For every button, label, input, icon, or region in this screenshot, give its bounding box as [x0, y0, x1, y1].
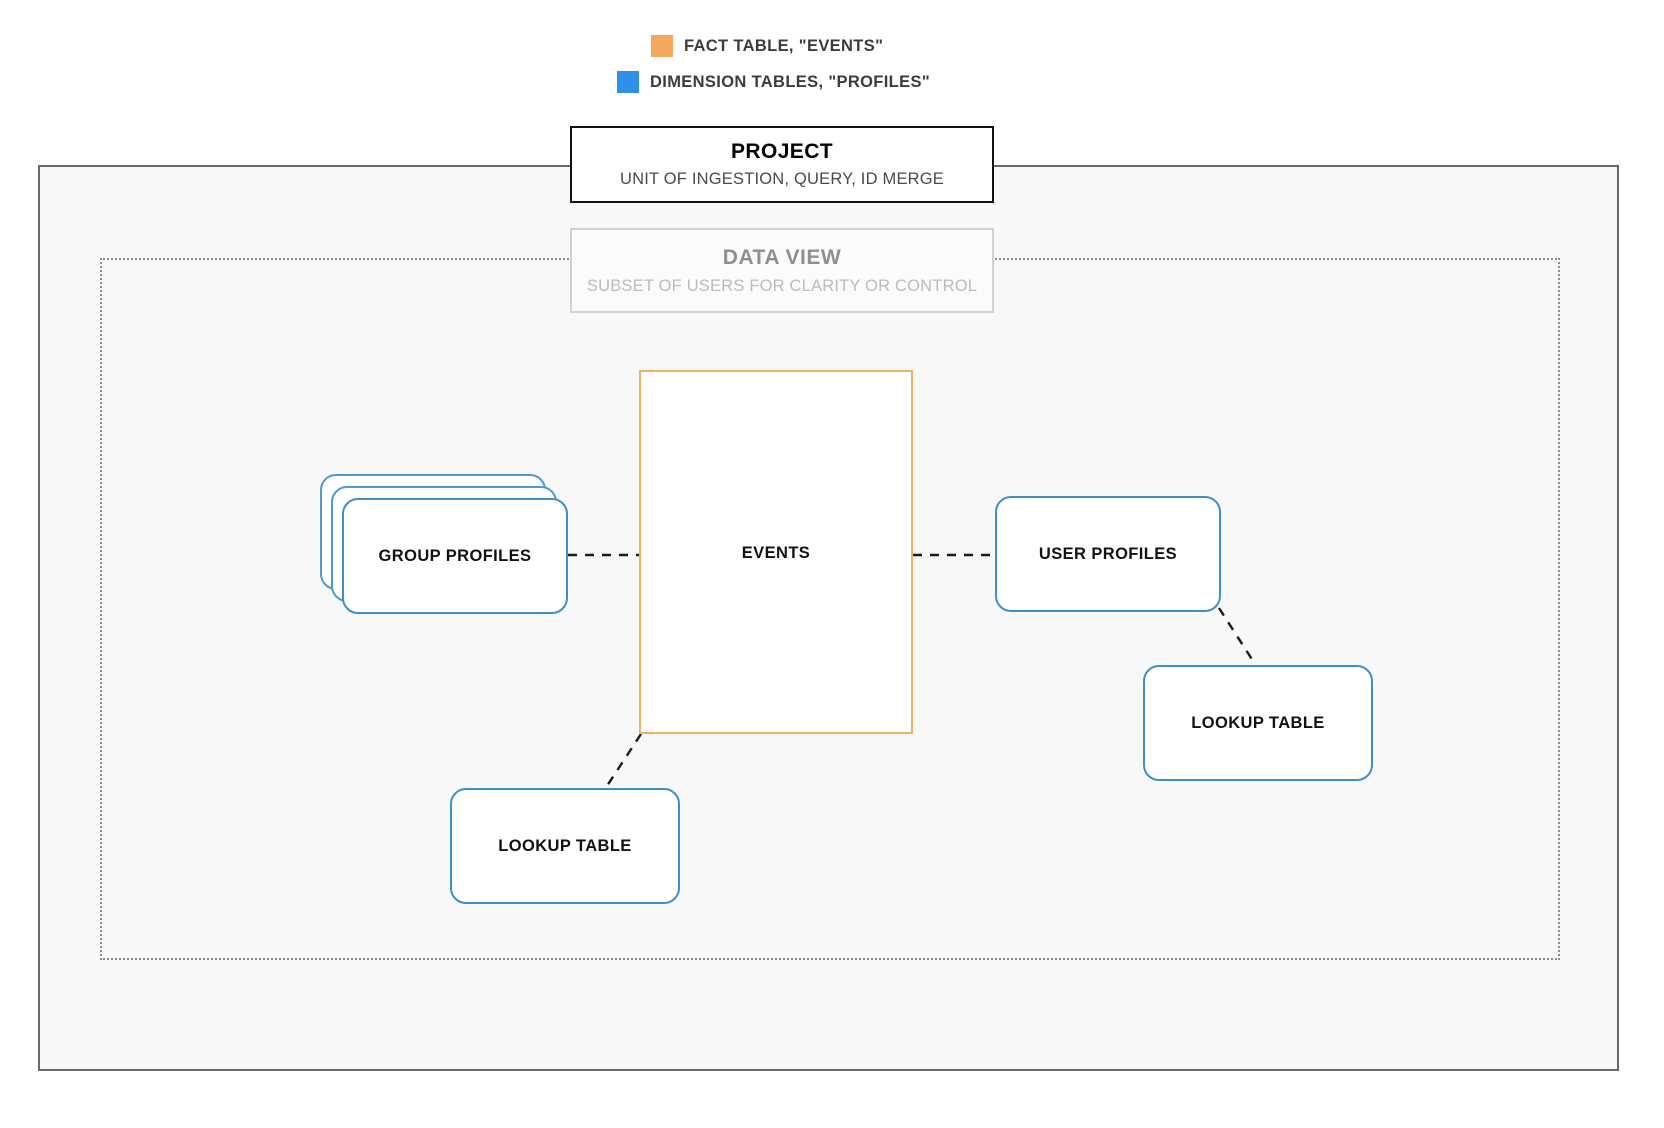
node-events[interactable]: EVENTS: [639, 370, 913, 734]
square-swatch-icon: [617, 71, 639, 93]
node-user-profiles-label: USER PROFILES: [1038, 544, 1178, 563]
node-lookup-table-right[interactable]: LOOKUP TABLE: [1143, 665, 1373, 781]
project-label-card: PROJECT UNIT OF INGESTION, QUERY, ID MER…: [570, 126, 994, 203]
legend-item-dimension-tables: DIMENSION TABLES, "PROFILES": [617, 71, 930, 93]
legend-item-fact-table: FACT TABLE, "EVENTS": [651, 35, 883, 57]
node-events-label: EVENTS: [741, 544, 811, 562]
node-group-profiles-label: GROUP PROFILES: [378, 546, 532, 565]
data-view-subtitle: SUBSET OF USERS FOR CLARITY OR CONTROL: [586, 276, 978, 295]
project-title: PROJECT: [731, 140, 833, 163]
data-view-title: DATA VIEW: [722, 245, 842, 269]
node-lookup-table-left-label: LOOKUP TABLE: [498, 836, 632, 855]
data-view-label-card: DATA VIEW SUBSET OF USERS FOR CLARITY OR…: [570, 228, 994, 313]
project-subtitle: UNIT OF INGESTION, QUERY, ID MERGE: [619, 170, 944, 188]
node-lookup-table-left[interactable]: LOOKUP TABLE: [450, 788, 680, 904]
node-group-profiles[interactable]: GROUP PROFILES: [342, 498, 568, 614]
node-lookup-table-right-label: LOOKUP TABLE: [1191, 713, 1325, 732]
legend-label-dimension-tables: DIMENSION TABLES, "PROFILES": [650, 72, 930, 91]
node-user-profiles[interactable]: USER PROFILES: [995, 496, 1221, 612]
square-swatch-icon: [651, 35, 673, 57]
legend-label-fact-table: FACT TABLE, "EVENTS": [684, 36, 884, 55]
